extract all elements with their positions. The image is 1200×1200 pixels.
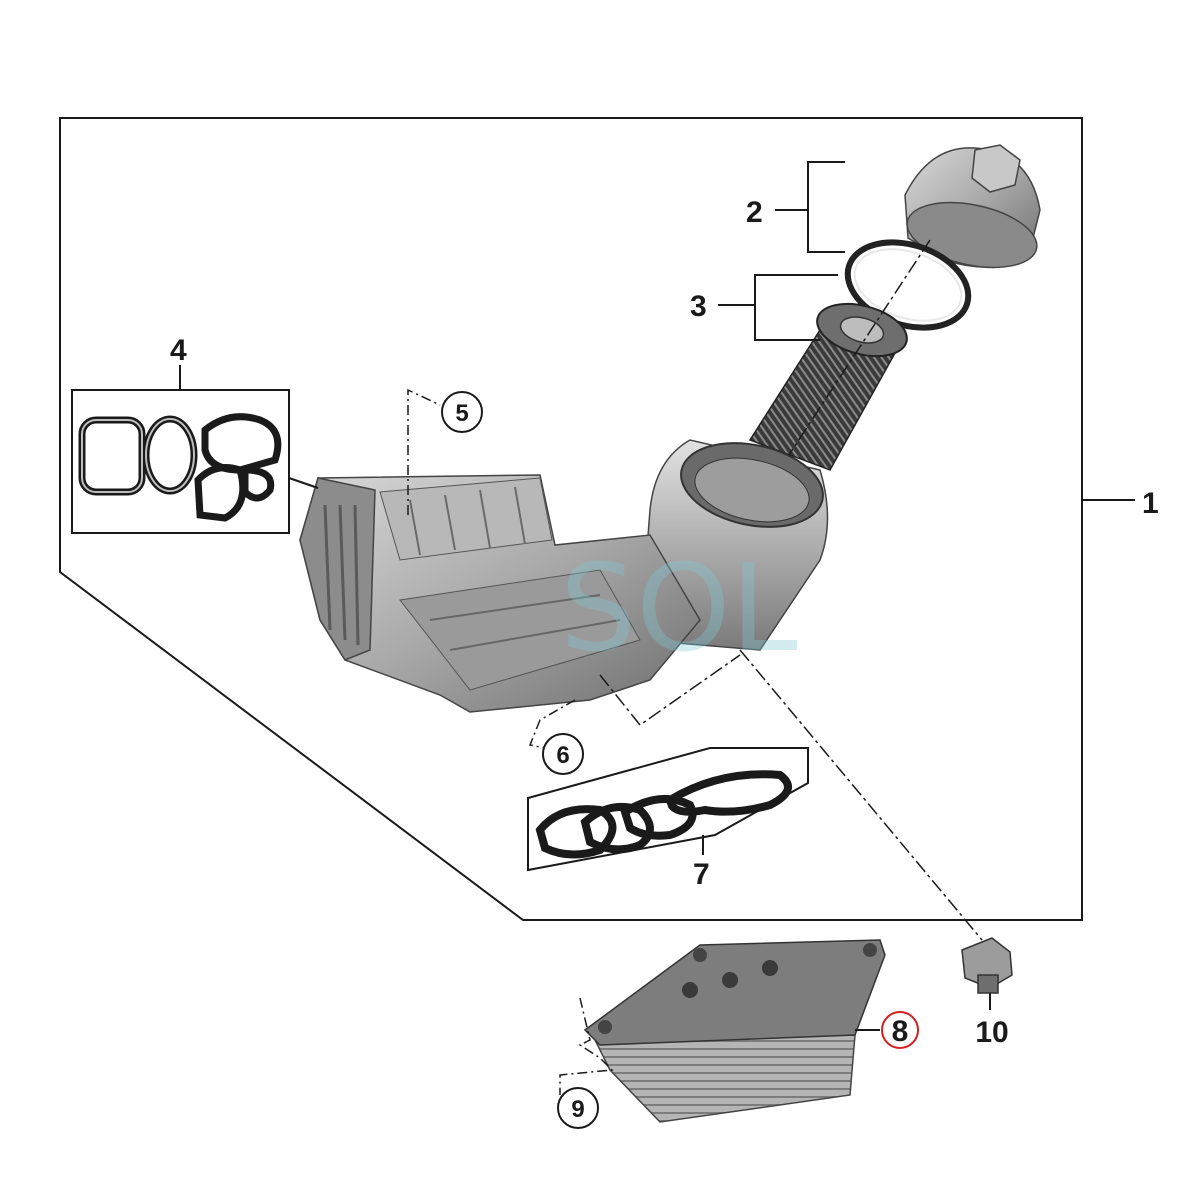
- callout-5: 5: [455, 400, 468, 427]
- gasket-set-4-box: [71, 389, 290, 534]
- watermark-text: SOL: [560, 540, 798, 679]
- housing-to-gasket7-line: [599, 654, 741, 727]
- sensor-axis-line: [739, 649, 983, 941]
- callout-9-circle: [557, 1087, 599, 1129]
- callout-6-circle: [542, 733, 584, 775]
- oil-sensor-part: [961, 937, 1013, 994]
- assembly-frame: [59, 117, 1083, 921]
- callout-8-highlight-circle: [881, 1011, 919, 1049]
- callout-4: 4: [170, 334, 187, 367]
- callout-9: 9: [571, 1096, 584, 1123]
- callout-2: 2: [746, 196, 763, 229]
- sealing-ring-inner: [853, 248, 963, 322]
- callout-7: 7: [693, 858, 710, 891]
- callout-10: 10: [975, 1016, 1008, 1049]
- screw-leader-lines: [407, 388, 614, 1095]
- oil-filter-housing-part: [299, 439, 829, 713]
- gasket-set-7: [535, 770, 792, 859]
- oil-cooler-part: [583, 939, 886, 1123]
- callout-6: 6: [556, 742, 569, 769]
- callout-8: 8: [892, 1015, 909, 1048]
- callout-1: 1: [1142, 487, 1159, 520]
- filter-cap-part: [904, 144, 1041, 269]
- gasket-set-4-highlight: [81, 418, 195, 493]
- filter-element-part: [748, 302, 908, 471]
- callout-5-circle: [441, 391, 483, 433]
- leader-lines: [179, 161, 1135, 1031]
- callout-3: 3: [690, 290, 707, 323]
